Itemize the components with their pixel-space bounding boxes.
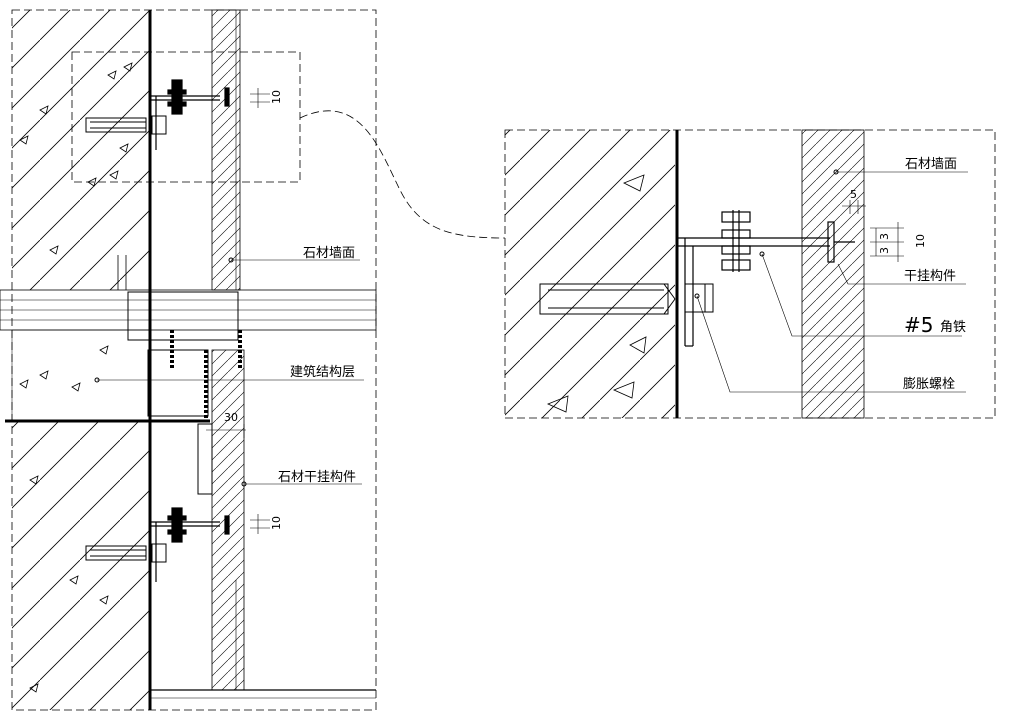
right-detail xyxy=(504,129,996,419)
dim-bottom-gap: 10 xyxy=(270,516,283,530)
detail-callout-curve xyxy=(299,110,506,239)
lower-anchor-bolt xyxy=(85,543,167,563)
upper-wall-hatch xyxy=(12,10,150,290)
offset-dimension-marks xyxy=(206,424,246,438)
label-stone-wall-left: 石材墙面 xyxy=(303,246,355,261)
detail-wall-hatch xyxy=(505,130,675,418)
label-angle-iron-text: 角铁 xyxy=(940,320,966,335)
label-structure-layer: 建筑结构层 xyxy=(290,364,355,380)
label-stone-wall-right: 石材墙面 xyxy=(905,157,957,172)
dim-detail-thickness: 5 xyxy=(850,188,857,201)
lower-bracket xyxy=(150,507,230,582)
upper-bracket xyxy=(150,79,230,150)
dim-detail-gap: 10 xyxy=(914,234,927,248)
stone-panel-upper xyxy=(211,9,241,291)
top-dimension-marks xyxy=(250,88,270,108)
dim-detail-small-a: 3 xyxy=(878,233,891,240)
concrete-aggregate xyxy=(19,62,133,693)
detail-stone-panel xyxy=(801,129,865,419)
detail-dry-hanger xyxy=(827,221,855,263)
upper-anchor-bolt xyxy=(85,115,167,135)
label-dry-hanger-right: 干挂构件 xyxy=(904,269,956,284)
structure-layer-region xyxy=(11,329,151,421)
label-expansion-bolt: 膨胀螺栓 xyxy=(903,377,955,392)
dim-detail-small-b: 3 xyxy=(878,247,891,254)
lower-wall-hatch xyxy=(12,420,150,710)
label-angle-iron-num: #5 xyxy=(904,313,933,337)
left-section xyxy=(0,9,377,711)
upper-detail-box xyxy=(71,51,301,183)
dim-offset: 30 xyxy=(224,411,238,424)
dim-top-gap: 10 xyxy=(270,90,283,104)
label-stone-hanger-left: 石材干挂构件 xyxy=(278,470,356,485)
bottom-dimension-marks xyxy=(250,514,270,534)
detail-concrete-aggregate xyxy=(546,174,647,413)
slab-screws xyxy=(127,291,242,495)
detail-dimension-marks xyxy=(842,200,904,262)
detail-expansion-bolt xyxy=(539,283,714,315)
detail-bolt-nuts xyxy=(721,210,751,272)
